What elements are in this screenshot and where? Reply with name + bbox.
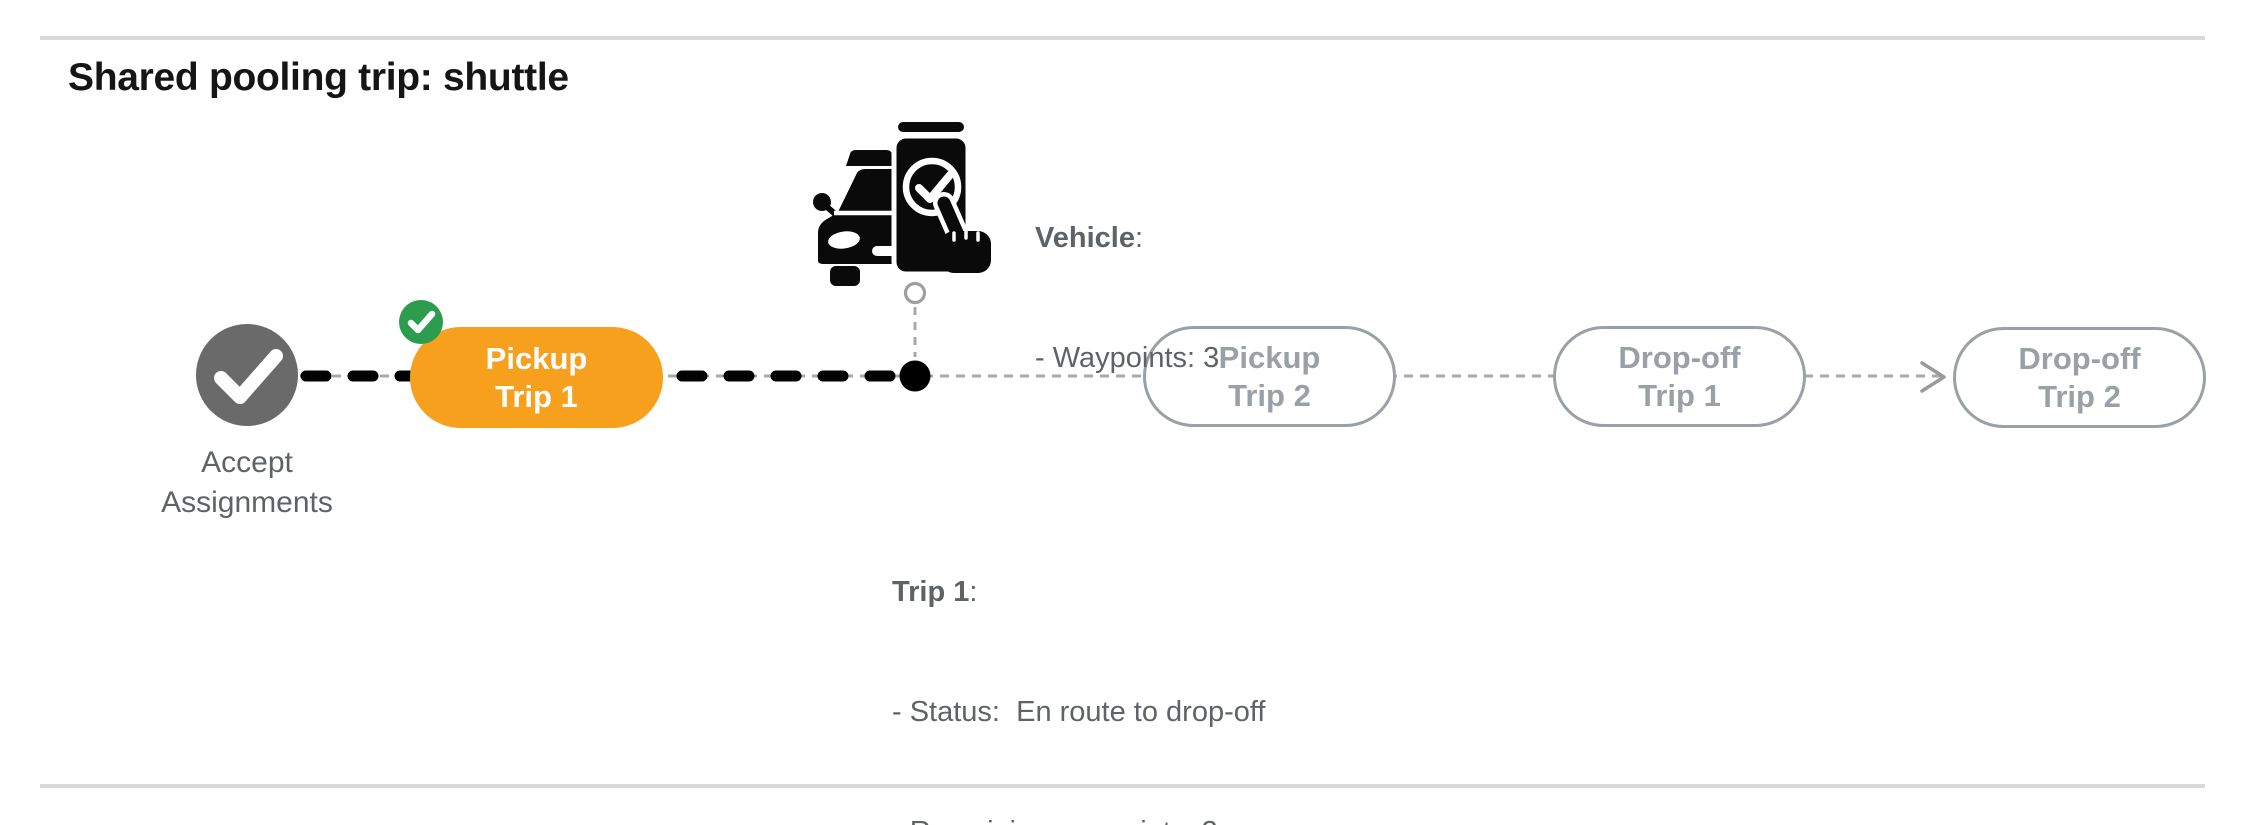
trip1-heading-colon: : (969, 576, 978, 608)
stop-label-line1: Pickup (1218, 339, 1321, 375)
current-position-dot (899, 360, 931, 392)
vehicle-phone-check-icon (813, 122, 991, 286)
accept-assignments-label: Accept Assignments (97, 443, 397, 523)
pointing-hand-icon (933, 192, 991, 273)
stop-label-line2: Trip 1 (495, 378, 578, 414)
stop-label-line1: Pickup (485, 340, 588, 376)
stop-label-line2: Trip 1 (1638, 377, 1721, 413)
vehicle-heading-text: Vehicle (1035, 222, 1135, 254)
accept-assignments-node (196, 324, 298, 426)
stop-dropoff-trip-1: Drop-off Trip 1 (1553, 326, 1806, 427)
completed-badge (399, 300, 443, 344)
stop-label-line2: Trip 2 (2038, 378, 2121, 414)
trip1-status-line: - Status: En route to drop-off (892, 696, 1266, 728)
trip1-heading-text: Trip 1 (892, 576, 970, 608)
vehicle-heading-colon: : (1134, 222, 1144, 254)
trip1-waypoints-line: - Remaining waypoints: 2 (892, 812, 1265, 825)
check-icon (902, 157, 962, 217)
top-divider (40, 36, 2205, 40)
stop-label-line2: Trip 2 (1228, 377, 1311, 413)
check-icon (407, 310, 436, 334)
bottom-divider (40, 784, 2205, 788)
vehicle-info: Vehicle: - Waypoints: 3 (1035, 138, 1219, 458)
stop-pickup-trip-2: Pickup Trip 2 (1143, 326, 1396, 427)
node-circle (196, 324, 298, 426)
vehicle-waypoints-line: - Waypoints: 3 (1035, 342, 1220, 374)
label-line2: Assignments (161, 486, 333, 519)
vehicle-info-heading: Vehicle: (1035, 218, 1219, 258)
check-icon (214, 349, 283, 404)
arrowhead-right-icon (1920, 361, 1946, 393)
trip1-heading: Trip 1: (892, 572, 1265, 612)
stop-label-line1: Drop-off (2018, 340, 2141, 376)
stop-dropoff-trip-2: Drop-off Trip 2 (1953, 327, 2206, 428)
label-line1: Accept (201, 446, 293, 479)
page-title: Shared pooling trip: shuttle (68, 56, 569, 99)
vehicle-position-marker (903, 281, 927, 305)
trip-info: Trip 1: - Status: En route to drop-off -… (892, 492, 1265, 825)
stop-label-line1: Drop-off (1618, 339, 1741, 375)
stop-pickup-trip-1: Pickup Trip 1 (410, 327, 663, 428)
